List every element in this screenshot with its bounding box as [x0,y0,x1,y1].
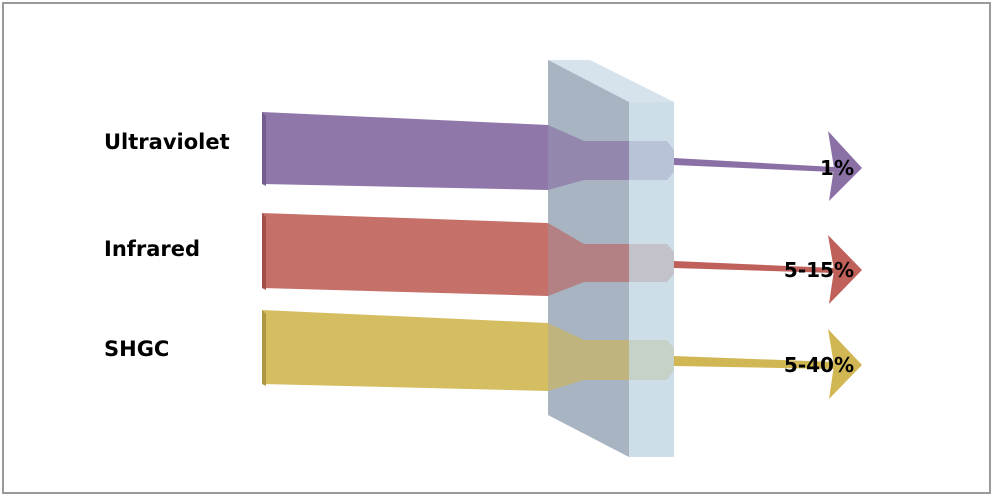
arrow-shaft [674,356,834,369]
arrow-ultraviolet [262,112,862,201]
value-label-shgc: 5-40% [784,353,854,377]
arrow-body-edge [262,112,266,186]
arrowhead [828,131,862,201]
arrowhead [828,329,862,399]
glass-side-face [629,102,674,457]
glass-top-face [548,60,674,102]
arrow-body [262,310,674,391]
row-label-shgc: SHGC [104,337,169,361]
arrow-shgc [262,310,862,399]
arrow-shaft [674,261,834,273]
row-label-ultraviolet: Ultraviolet [104,130,230,154]
arrow-body-edge [262,310,266,386]
arrowhead [828,235,862,304]
arrow-body-edge [262,213,266,290]
arrow-body [262,112,674,190]
value-label-ultraviolet: 1% [820,156,854,180]
arrow-infrared [262,213,862,304]
value-label-infrared: 5-15% [784,258,854,282]
arrow-body [262,213,674,296]
row-label-infrared: Infrared [104,237,200,261]
glass-front-overlay [548,60,629,457]
arrow-shaft [674,158,834,172]
